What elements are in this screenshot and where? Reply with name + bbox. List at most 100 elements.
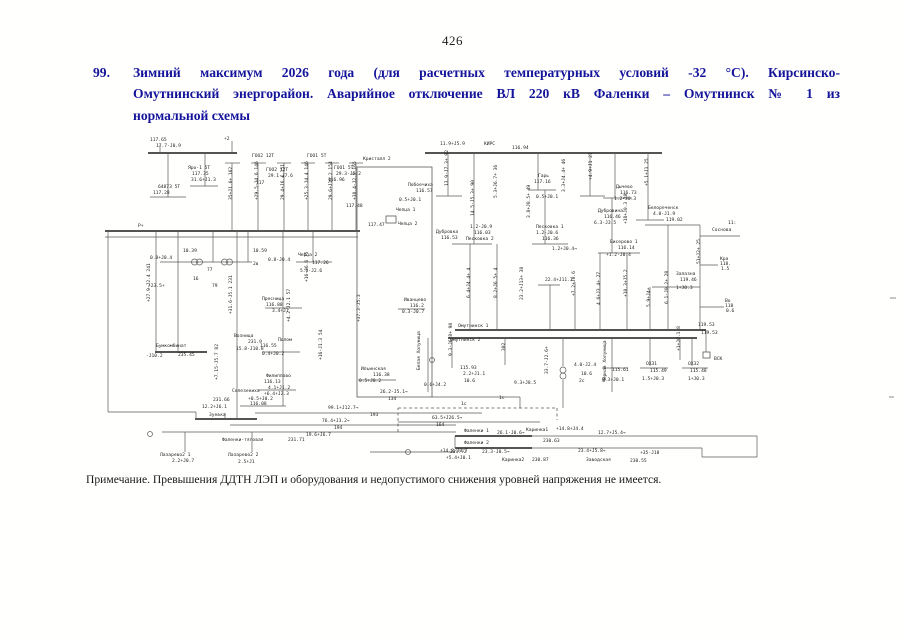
diagram-label: Бисерово 1 (610, 239, 638, 245)
diagram-label: 0.8-J0.4 (268, 257, 290, 263)
section-heading-text: Зимний максимум 2026 года (для расчетных… (133, 62, 840, 126)
diagram-label: Побоечиха (408, 181, 433, 188)
diagram-label: Филиппово (266, 373, 291, 379)
diagram-label: 0.5+J0.2 (359, 378, 381, 384)
transformer-icon (226, 258, 233, 266)
diagram-label: 4.8-J1.9 (653, 211, 675, 217)
diagram-label: +16-J6.6 75 (304, 251, 310, 282)
diagram-label: 35+J1.6+ 162 (228, 167, 234, 200)
diagram-label: 116.57 (416, 188, 433, 194)
substation-box (385, 215, 397, 224)
diagram-label: 231.71 (288, 437, 305, 443)
diagram-label: Фаленки 2 (464, 440, 489, 446)
diagram-label: 64873 5Т (158, 184, 180, 190)
heading-line-1: Зимний максимум 2026 года (для расчетных… (133, 65, 840, 80)
diagram-label: 194 (334, 425, 343, 431)
diagram-label: Каринка1 (526, 427, 548, 433)
diagram-label: Заводская (586, 457, 611, 463)
diagram-label: 116.14 (618, 245, 635, 251)
diagram-label: +29.5-J4.6 146 (254, 161, 260, 200)
diagram-label: Омутнинск 2 (450, 337, 481, 343)
diagram-label: 14.5-J5.3+ 90 (470, 180, 476, 216)
diagram-label: 1.5 (721, 266, 730, 272)
diagram-label: +35-J18 (640, 450, 660, 456)
diagram-label: +5.4+J0.1 (446, 455, 471, 461)
diagram-label: Чепца 1 (396, 207, 416, 213)
diagram-label: Р+ (138, 223, 144, 229)
diagram-label: 115.49 (650, 368, 667, 374)
substation-box (702, 351, 711, 359)
diagram-label: 29.4+J6.4 151 (280, 164, 286, 200)
diagram-label: Залазна (676, 271, 696, 277)
diagram-label: 119.53 (698, 322, 715, 328)
diagram-label: Белая Холуница (416, 331, 422, 370)
diagram-label: 5.6-J2.6 (300, 268, 322, 274)
diagram-label: 116.03 (474, 230, 491, 236)
diagram-label: 31.6+J1.3 (191, 177, 216, 183)
diagram-label: 9.3-J6.8+ 98 (448, 323, 454, 356)
diagram-label: 0.4+J0.2 (262, 351, 284, 357)
transformer-icon (405, 449, 411, 455)
diagram-label: Гарь (538, 173, 549, 179)
diagram-label: +18+J0.3 20 (623, 193, 629, 224)
diagram-label: 134 (388, 396, 397, 402)
diagram-label: +14.8+J4.4 (556, 426, 584, 432)
diagram-label: 10.6 (464, 378, 475, 384)
diagram-label: Лазарево2 1 (160, 452, 191, 458)
diagram-label: 15.8-J10.8 (236, 346, 264, 352)
diagram-label: ГОО2 12Т (252, 153, 274, 159)
diagram-label: +7.2+J0.6 (571, 271, 577, 296)
diagram-label: 115.93 (460, 365, 477, 371)
diagram-label: 119.02 (666, 217, 683, 223)
diagram-label: Фаленки-тяговая (222, 437, 264, 443)
diagram-label: 1.2+J0.4→ (552, 246, 577, 252)
diagram-label: Дычево (616, 184, 633, 190)
diagram-label: Песковка 2 (466, 236, 494, 242)
diagram-label: Ильинская (361, 366, 386, 372)
diagram-label: 63.5+J26.5→ (432, 415, 463, 421)
diagram-label: 118 (725, 303, 734, 309)
diagram-label: 230.55 (630, 458, 647, 464)
heading-line-2: Омутнинский энергорайон. Аварийное отклю… (133, 86, 840, 102)
diagram-label: 117.47 (368, 222, 385, 228)
diagram-label: 0.6+J4.2 (424, 382, 446, 388)
diagram-label: 0.3-J0.7 (402, 309, 424, 315)
diagram-label: 118. (720, 261, 731, 267)
diagram-label: 99.1+J12.7→ (328, 405, 359, 411)
diagram-label: 115.48 (690, 368, 707, 374)
diagram-label: 164 (436, 422, 445, 428)
diagram-label: 51+J2+ 25 (696, 239, 702, 264)
diagram-label: 0.6 (726, 308, 735, 314)
diagram-label: Иванцево (404, 297, 426, 303)
diagram-label: +16-J1.3 54 (318, 329, 324, 360)
diagram-label: 16 (193, 276, 199, 282)
diagram-label: 193 (370, 412, 379, 418)
diagram-label: +6.4+J2.3 (264, 391, 289, 397)
diagram-label: 116.94 (512, 145, 529, 151)
diagram-label: 0.3+J0.1 (602, 377, 624, 383)
diagram-label: 17.7-J0.9 (156, 143, 181, 149)
diagram-label: 1.2-J0.3 (614, 196, 636, 202)
diagram-label: 302 (501, 342, 507, 351)
diagram-label: Яро-1 5Т (188, 165, 210, 171)
diagram-label: 3.4+J1 (272, 308, 289, 314)
diagram-label: Кристалл 2 (363, 156, 391, 162)
diagram-label: 2.2+J1.1 (463, 371, 485, 377)
diagram-label: ОХЗ1 (646, 361, 657, 367)
transformer-icon (191, 258, 198, 266)
diagram-label: 117 (256, 180, 265, 186)
section-heading: 99. Зимний максимум 2026 года (для расче… (93, 62, 840, 126)
diagram-label: 29.6+J10.2 154 (328, 161, 334, 200)
diagram-label: 79 (212, 283, 218, 289)
diagram-label: 231.66 (213, 397, 230, 403)
diagram-label: Зуевка (209, 412, 226, 418)
diagram-label: 0.8+J0.4 (150, 255, 172, 261)
diagram-label: Омутнинск 1 (458, 323, 489, 329)
diagram-label: 3.8+J8.5+ 49 (526, 185, 532, 218)
diagram-label: 116.53 (441, 235, 458, 241)
diagram-label: 13.9-J7.3+ 92 (444, 150, 450, 186)
diagram-label: 117.16 (534, 179, 551, 185)
diagram-label: 23.4+J5.8→ (578, 448, 606, 454)
diagram-label: 22.4+J11.3 (545, 277, 573, 283)
